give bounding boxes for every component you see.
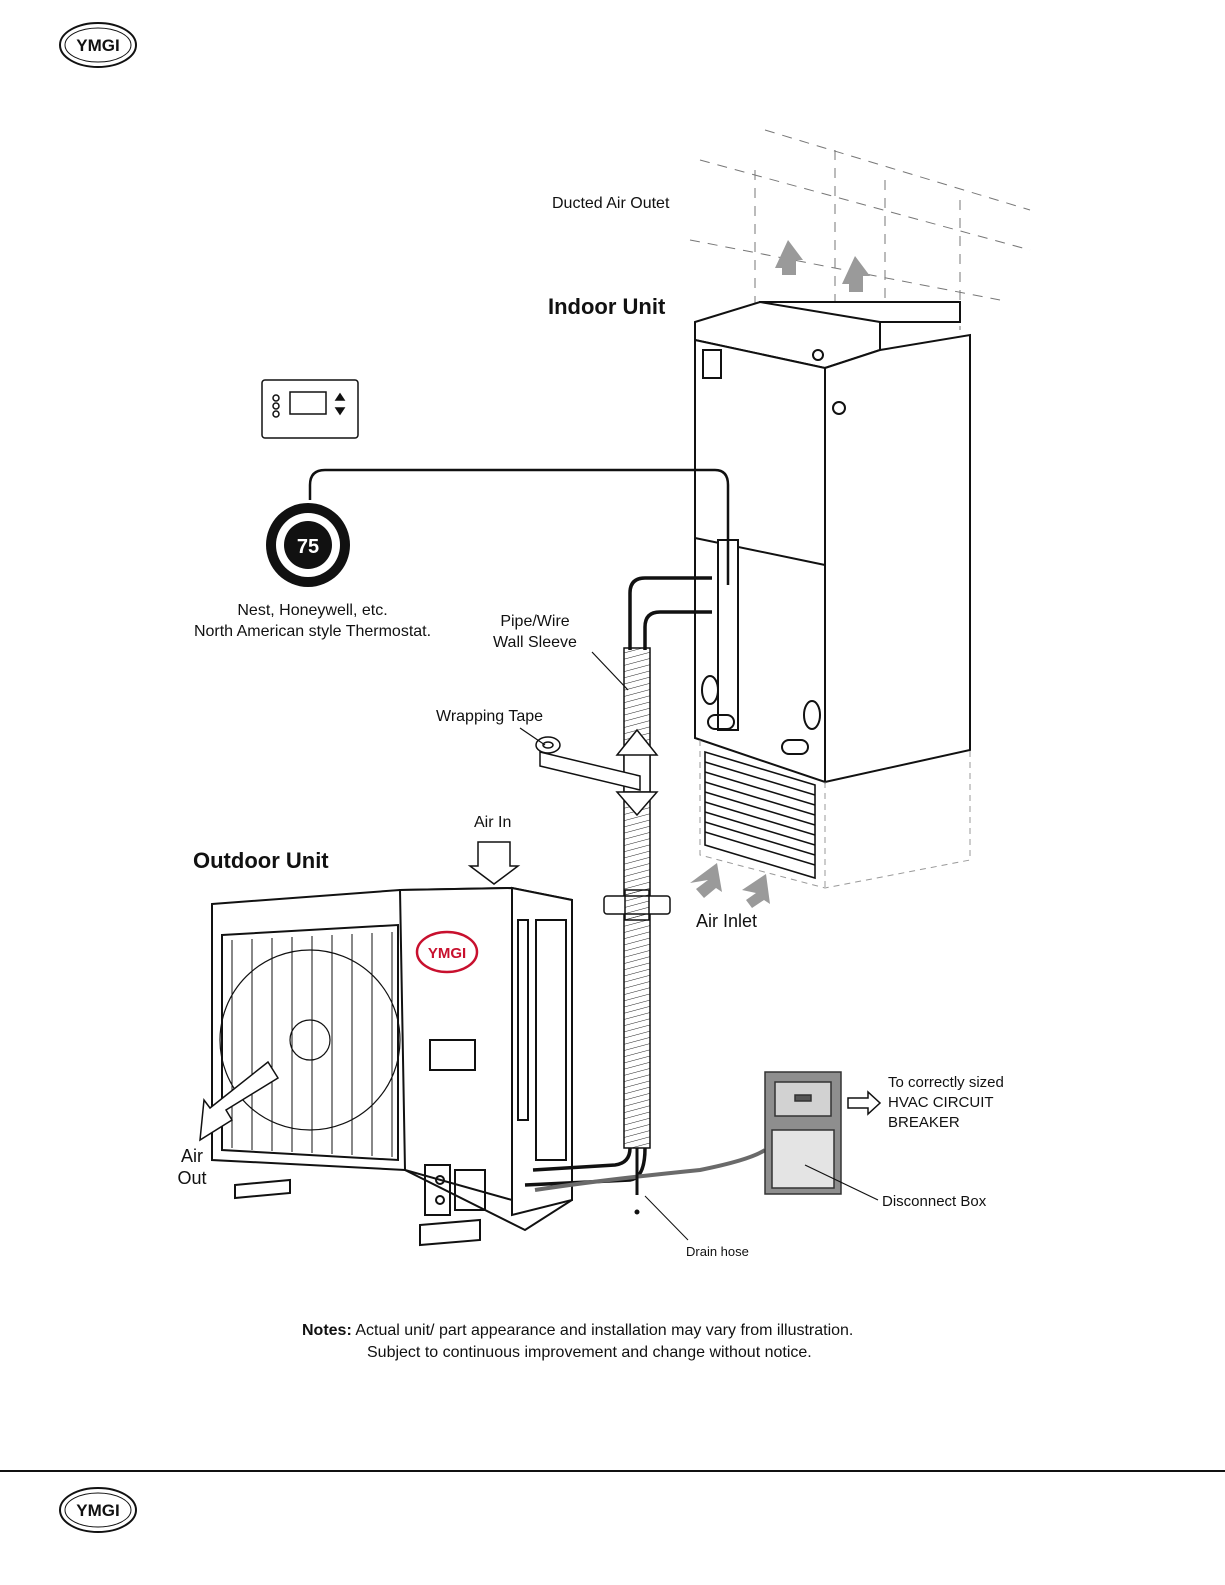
thermostat-display: 75	[297, 536, 319, 558]
thermostat-caption-line1: Nest, Honeywell, etc.	[237, 602, 388, 619]
refrigerant-lines	[628, 576, 712, 650]
notes-heading: Notes:	[302, 1322, 352, 1339]
outdoor-lines	[524, 1147, 767, 1192]
leader-lines	[519, 651, 879, 1201]
wall-sleeve-label-line1: Pipe/Wire	[500, 613, 570, 630]
return-grille	[704, 750, 816, 880]
breaker-arrow	[847, 1090, 882, 1116]
drain-hose	[634, 1148, 689, 1241]
drain-hose-label: Drain hose	[686, 1244, 749, 1259]
svg-text:YMGI: YMGI	[428, 945, 466, 962]
wall-clamp	[603, 889, 671, 921]
ymgi-logo-bottom: YMGI	[59, 1487, 137, 1533]
round-thermostat-icon	[266, 503, 350, 587]
wrapping-tape-label: Wrapping Tape	[436, 708, 544, 725]
wall-sleeve-label: Pipe/Wire Wall Sleeve	[482, 611, 588, 653]
notes-line1: Notes: Actual unit/ part appearance and …	[302, 1320, 853, 1342]
svg-text:YMGI: YMGI	[76, 1501, 119, 1520]
air-in-label: Air In	[474, 814, 512, 831]
breaker-caption: To correctly sized HVAC CIRCUIT BREAKER	[888, 1073, 1004, 1133]
breaker-caption-line3: BREAKER	[888, 1114, 960, 1131]
outdoor-grille	[231, 932, 393, 1157]
outlet-arrows	[775, 240, 870, 292]
ymgi-logo-outdoor: YMGI	[415, 930, 479, 974]
notes-text2: Subject to continuous improvement and ch…	[367, 1344, 812, 1361]
thermostat-wire	[308, 468, 730, 585]
ymgi-logo-top: YMGI	[59, 22, 137, 68]
breaker-caption-line2: HVAC CIRCUIT	[888, 1094, 994, 1111]
indoor-base	[699, 740, 971, 889]
footer-rule	[0, 1470, 1225, 1472]
air-in-arrow	[467, 841, 521, 885]
sleeve-arrows	[615, 728, 659, 817]
notes-block: Notes: Actual unit/ part appearance and …	[302, 1320, 853, 1364]
breaker-caption-line1: To correctly sized	[888, 1074, 1004, 1091]
air-out-arrow	[199, 1060, 280, 1142]
air-out-label-line1: Air	[181, 1146, 203, 1166]
ducted-outlet-label: Ducted Air Outet	[552, 195, 670, 212]
outdoor-unit-label: Outdoor Unit	[193, 848, 329, 873]
wall-thermostat-icon	[261, 379, 359, 439]
indoor-unit-label: Indoor Unit	[548, 294, 666, 319]
thermostat-caption-line2: North American style Thermostat.	[193, 623, 432, 640]
air-out-label: Air Out	[170, 1145, 214, 1189]
thermostat-caption: Nest, Honeywell, etc. North American sty…	[180, 600, 445, 642]
air-inlet-label: Air Inlet	[696, 911, 758, 931]
notes-text1: Actual unit/ part appearance and install…	[355, 1322, 854, 1339]
disconnect-box	[764, 1071, 842, 1195]
wrapping-tape	[535, 736, 641, 791]
air-out-label-line2: Out	[177, 1168, 207, 1188]
inlet-arrows	[690, 863, 770, 908]
svg-text:YMGI: YMGI	[76, 36, 119, 55]
wall-sleeve-label-line2: Wall Sleeve	[493, 634, 577, 651]
ducted-outlet-dashes	[689, 129, 1031, 330]
indoor-unit	[694, 300, 971, 784]
disconnect-box-label: Disconnect Box	[882, 1193, 987, 1210]
